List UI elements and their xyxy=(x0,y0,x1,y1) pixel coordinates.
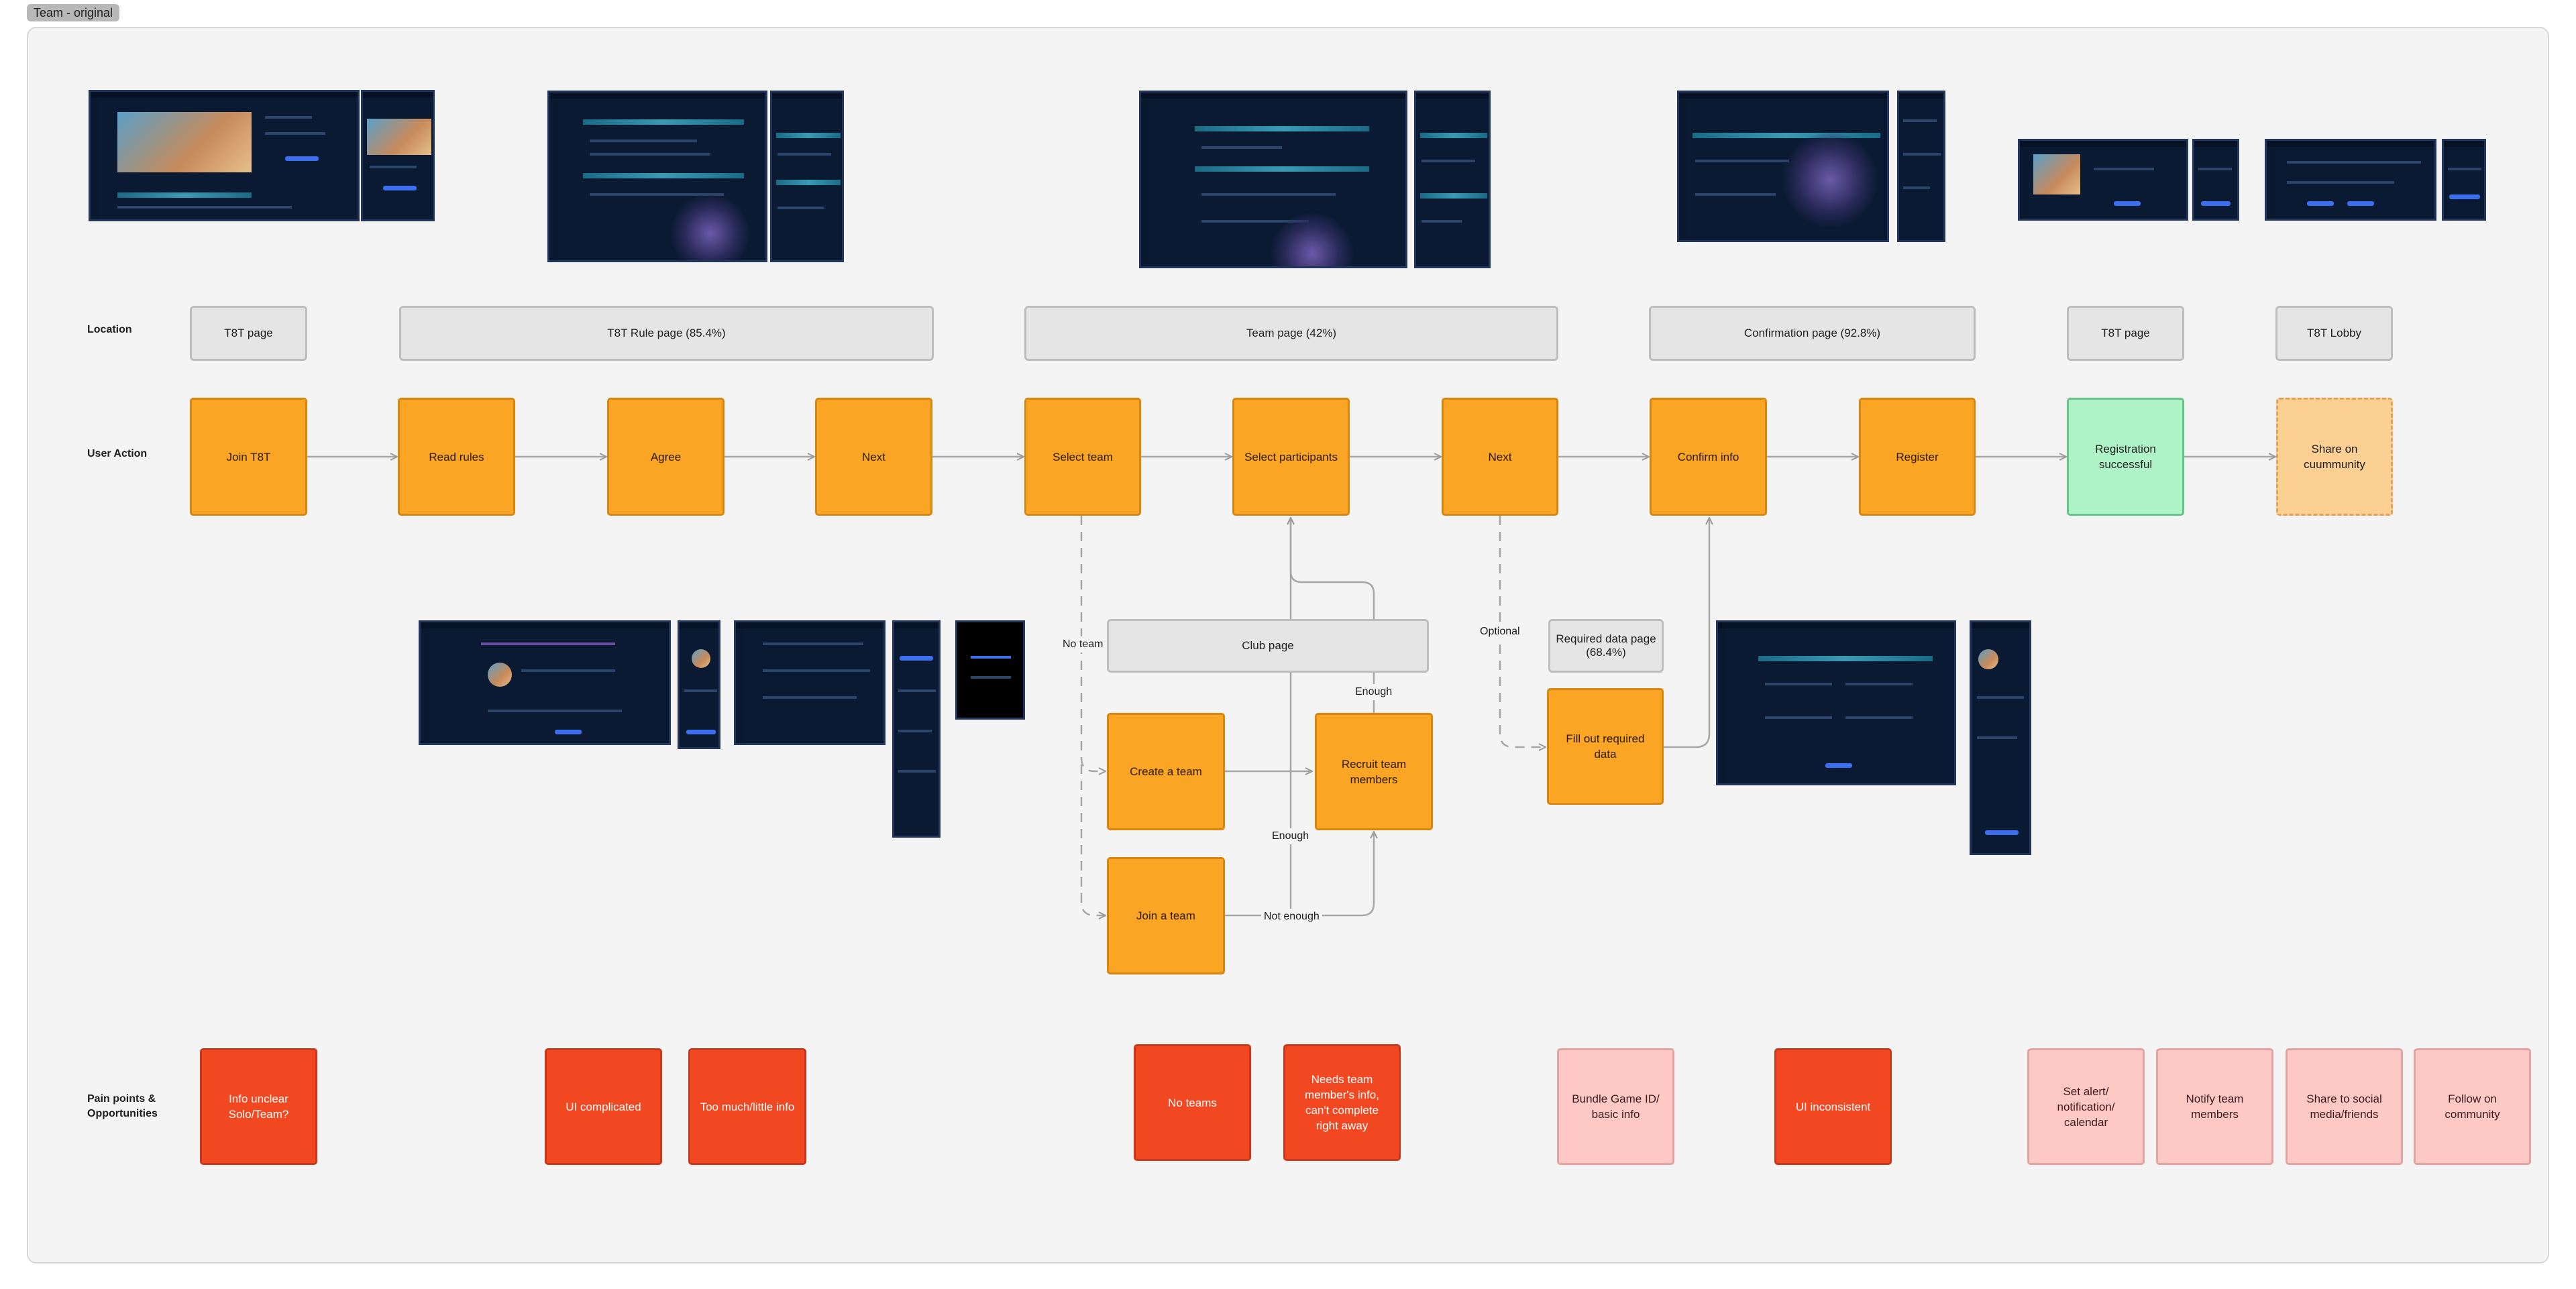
arrow-no-team-to-create xyxy=(1080,516,1106,771)
screenshot-team-page-mobile xyxy=(1414,91,1491,268)
action-next-2: Next xyxy=(1442,398,1558,516)
opportunity-follow-community: Follow on community xyxy=(2414,1048,2531,1165)
screenshot-rule-page-mobile xyxy=(770,91,844,262)
screenshot-club-create-desktop xyxy=(419,620,671,745)
action-recruit-members: Recruit team members xyxy=(1315,713,1433,830)
row-label-user-action: User Action xyxy=(87,448,148,459)
row-label-location: Location xyxy=(87,324,132,335)
screenshot-required-data-mobile xyxy=(1970,620,2031,855)
arrow-no-team-to-join xyxy=(1080,765,1106,915)
location-club-page: Club page xyxy=(1107,619,1429,673)
screenshot-success-desktop xyxy=(2018,139,2188,221)
pain-info-unclear: Info unclear Solo/Team? xyxy=(200,1048,317,1165)
location-team-page: Team page (42%) xyxy=(1024,306,1558,361)
location-rule-page: T8T Rule page (85.4%) xyxy=(399,306,934,361)
pain-no-teams: No teams xyxy=(1134,1044,1251,1161)
action-read-rules: Read rules xyxy=(398,398,515,516)
location-t8t-lobby: T8T Lobby xyxy=(2275,306,2393,361)
screenshot-t8t-page-desktop xyxy=(89,90,360,221)
screenshot-team-page-desktop xyxy=(1139,91,1407,268)
pain-needs-member-info: Needs team member's info, can't complete… xyxy=(1283,1044,1401,1161)
screenshot-club-dialog xyxy=(955,620,1025,720)
frame-title-tab: Team - original xyxy=(27,4,120,21)
action-fill-required-data: Fill out required data xyxy=(1547,688,1664,805)
action-join-team: Join a team xyxy=(1107,857,1225,974)
opportunity-notify-members: Notify team members xyxy=(2156,1048,2273,1165)
screenshot-success-mobile xyxy=(2192,139,2239,221)
location-required-data-page: Required data page (68.4%) xyxy=(1548,619,1664,673)
action-registration-successful: Registration successful xyxy=(2067,398,2184,516)
arrow-fill-to-confirm xyxy=(1664,518,1709,748)
action-register: Register xyxy=(1859,398,1976,516)
action-share-community: Share on cuummunity xyxy=(2276,398,2393,516)
screenshot-club-join-mobile xyxy=(892,620,941,838)
arrow-join-to-recruit xyxy=(1225,832,1374,917)
action-select-team: Select team xyxy=(1024,398,1141,516)
action-confirm-info: Confirm info xyxy=(1650,398,1767,516)
action-join-t8t: Join T8T xyxy=(190,398,307,516)
screenshot-t8t-page-mobile xyxy=(361,90,435,221)
screenshot-club-create-mobile xyxy=(678,620,720,749)
arrow-optional-to-fill xyxy=(1499,516,1546,747)
opportunity-share-social: Share to social media/friends xyxy=(2286,1048,2403,1165)
edge-label-optional: Optional xyxy=(1477,624,1523,640)
pain-ui-inconsistent: UI inconsistent xyxy=(1774,1048,1892,1165)
action-select-participants: Select participants xyxy=(1232,398,1350,516)
screenshot-club-join-desktop xyxy=(734,620,885,745)
screenshot-confirmation-desktop xyxy=(1677,91,1889,242)
edge-label-not-enough: Not enough xyxy=(1261,909,1322,925)
pain-too-much-info: Too much/little info xyxy=(688,1048,806,1165)
row-label-pain-points: Pain points & Opportunities xyxy=(87,1093,158,1119)
edge-label-no-team: No team xyxy=(1060,636,1106,653)
screenshot-lobby-desktop xyxy=(2265,139,2436,221)
action-agree: Agree xyxy=(607,398,724,516)
pain-ui-complicated: UI complicated xyxy=(545,1048,662,1165)
edge-label-enough-top: Enough xyxy=(1352,684,1395,700)
opportunity-set-alert: Set alert/ notification/ calendar xyxy=(2027,1048,2145,1165)
location-confirmation-page: Confirmation page (92.8%) xyxy=(1649,306,1976,361)
location-t8t-page: T8T page xyxy=(190,306,307,361)
screenshot-required-data-desktop xyxy=(1716,620,1956,785)
screenshot-confirmation-mobile xyxy=(1897,91,1945,242)
action-create-team: Create a team xyxy=(1107,713,1225,830)
edge-label-enough-mid: Enough xyxy=(1269,828,1312,844)
action-next-1: Next xyxy=(815,398,932,516)
location-t8t-page-2: T8T page xyxy=(2067,306,2184,361)
opportunity-bundle-game-id: Bundle Game ID/ basic info xyxy=(1557,1048,1674,1165)
screenshot-rule-page-desktop xyxy=(547,91,767,262)
screenshot-lobby-mobile xyxy=(2442,139,2486,221)
